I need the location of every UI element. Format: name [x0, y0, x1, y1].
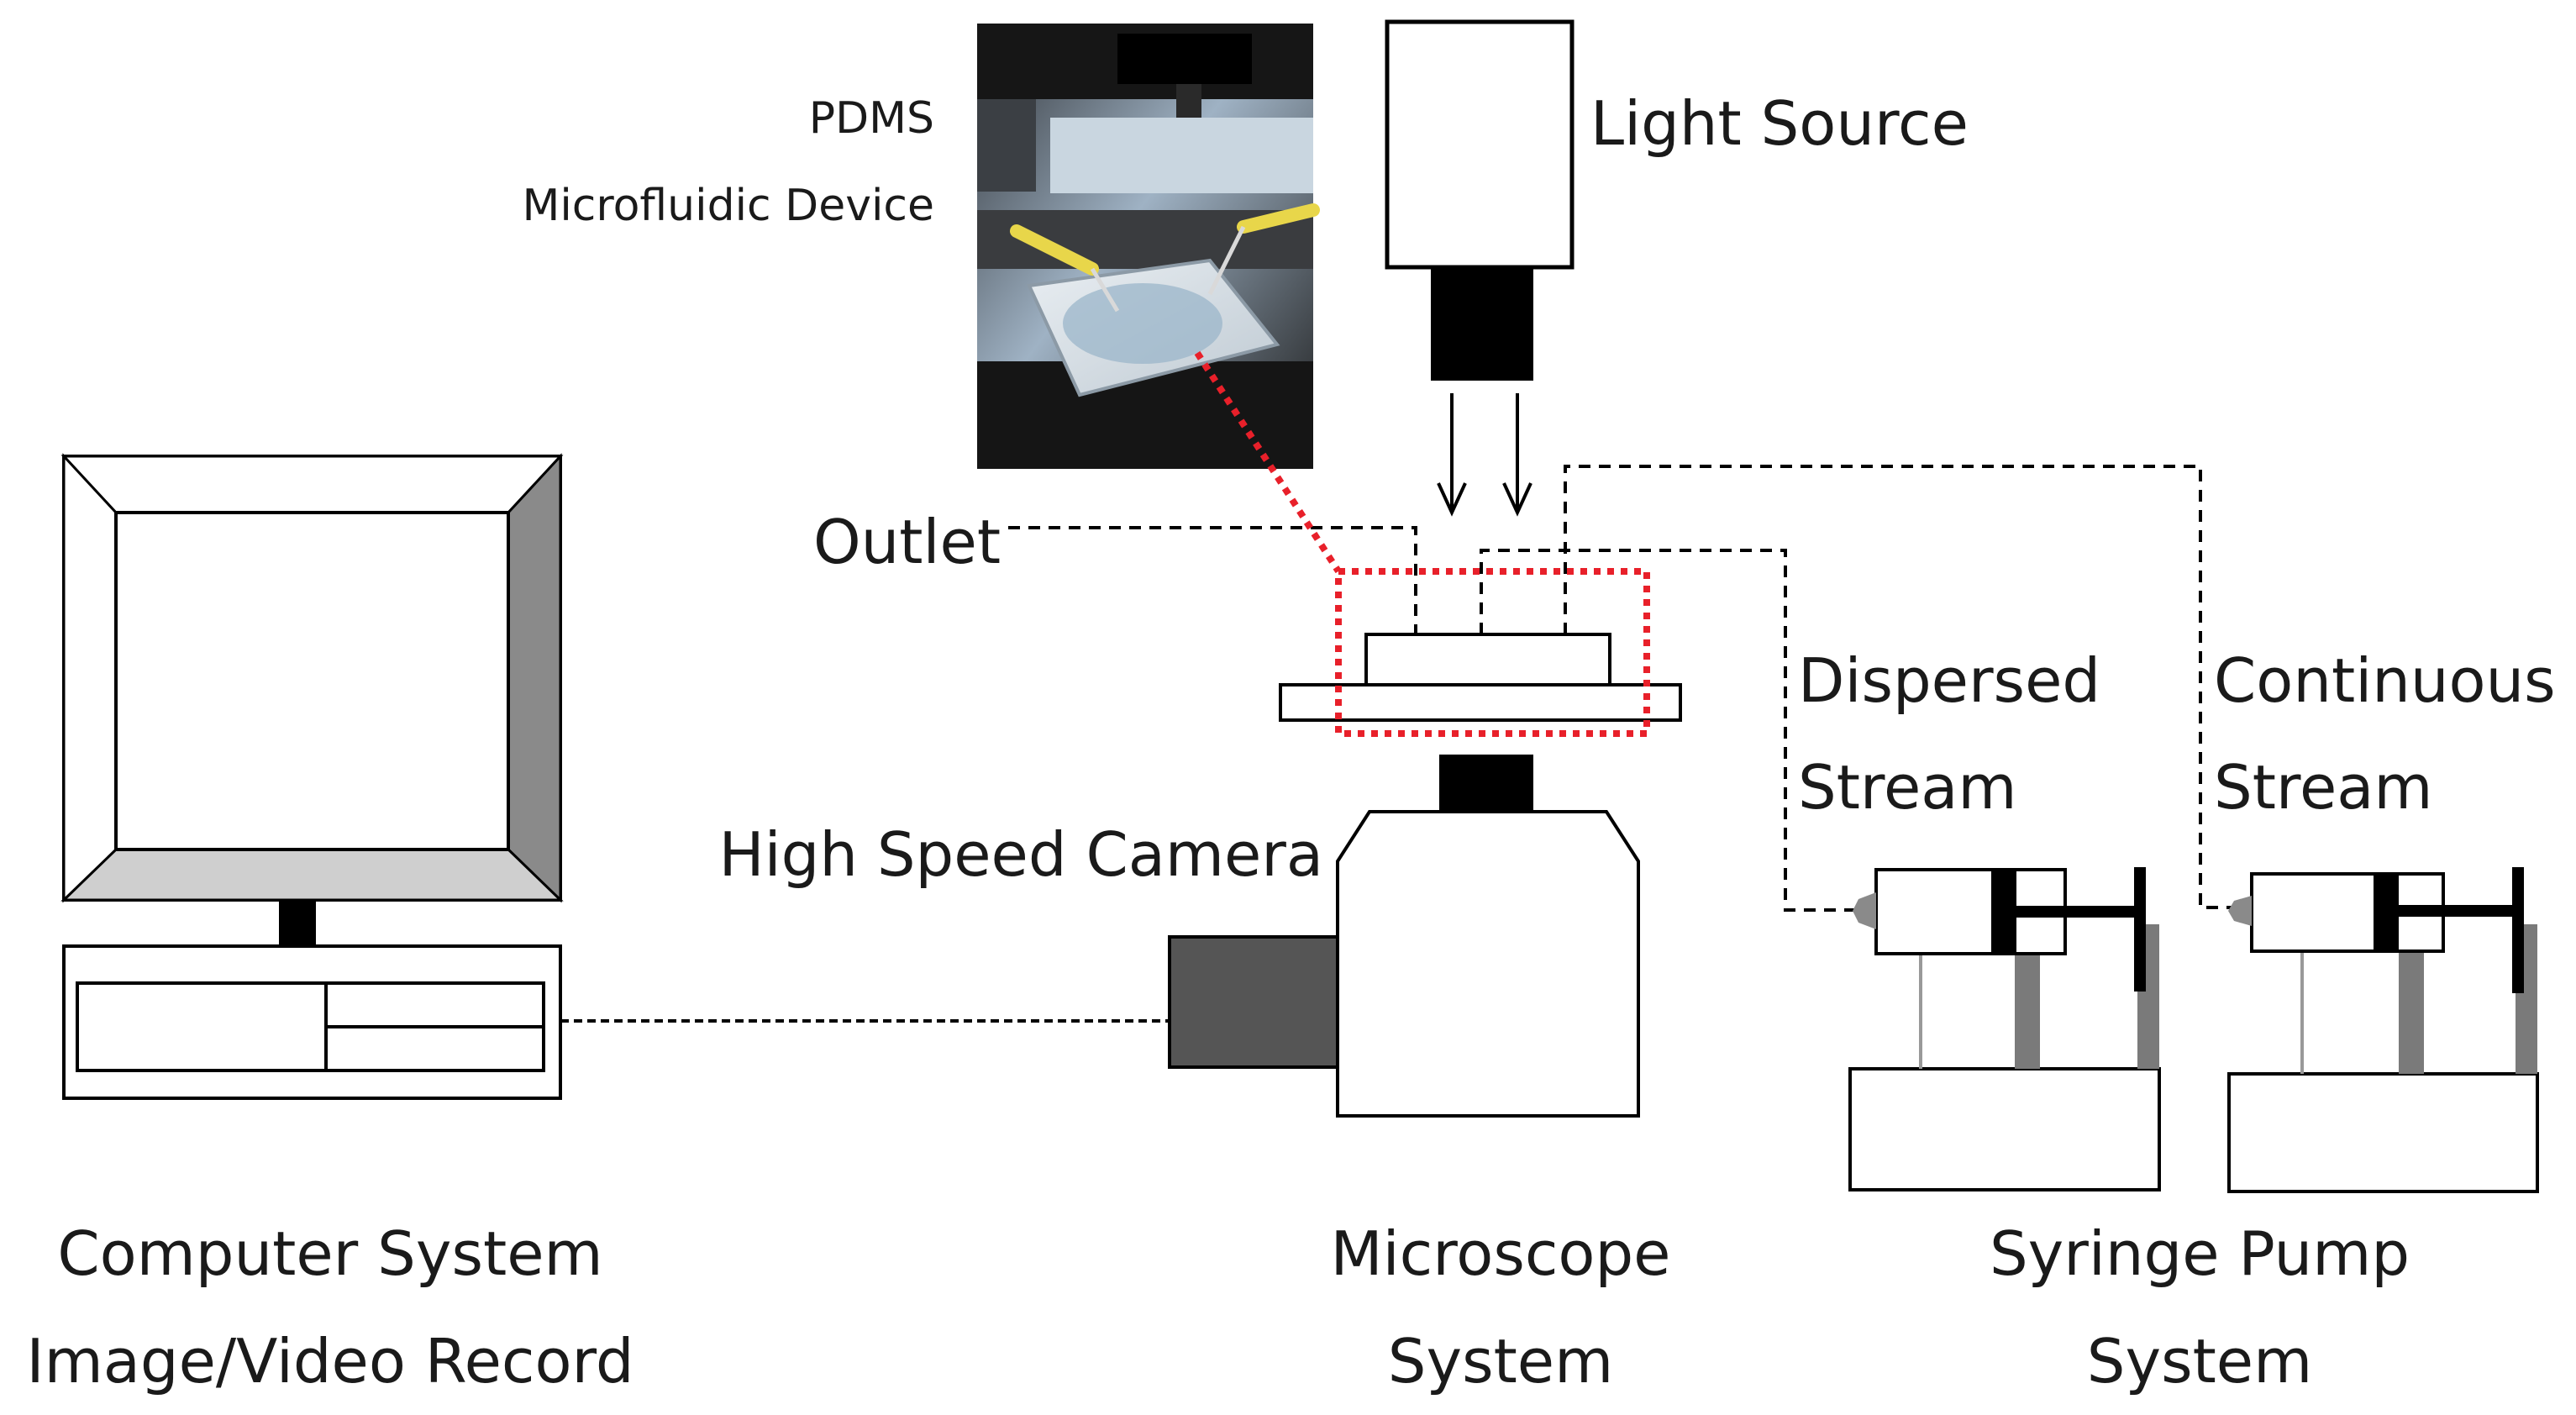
computer	[60, 453, 564, 1100]
light-source	[1385, 19, 1575, 381]
pdms-label: PDMS	[809, 93, 934, 144]
outlet-label: Outlet	[813, 507, 1001, 577]
computer-system-label: Computer System	[57, 1218, 602, 1289]
continuous-label-line2: Stream	[2214, 752, 2433, 823]
microscope-label: Microscope	[1331, 1218, 1671, 1289]
microfluidic-device-label: Microfluidic Device	[522, 181, 934, 231]
syringe-pump-dispersed	[1848, 867, 2161, 1191]
microscope-stage	[1279, 633, 1682, 722]
high-speed-camera	[1168, 935, 1339, 1069]
outlet-tube	[1008, 526, 1417, 634]
highlight-region	[1194, 350, 1650, 737]
syringe-pump-continuous	[2227, 867, 2539, 1193]
microscope-body	[1168, 755, 1640, 1118]
continuous-tube	[1564, 465, 2235, 909]
continuous-label-line1: Continuous	[2214, 645, 2556, 716]
syringe-pump-label: Syringe Pump	[1990, 1218, 2410, 1289]
syringe-pump-system-label: System	[2087, 1326, 2313, 1397]
image-video-record-label: Image/Video Record	[26, 1326, 633, 1397]
dispersed-label-line2: Stream	[1798, 752, 2017, 823]
tubing-lines	[1008, 465, 2235, 912]
dispersed-label-line1: Dispersed	[1798, 645, 2100, 716]
microscope-system-label: System	[1388, 1326, 1614, 1397]
light-source-label: Light Source	[1590, 88, 1969, 159]
pdms-device-photo	[977, 24, 1320, 469]
high-speed-camera-label: High Speed Camera	[718, 819, 1323, 890]
light-arrows	[1437, 393, 1532, 517]
dispersed-tube	[1480, 549, 1857, 912]
